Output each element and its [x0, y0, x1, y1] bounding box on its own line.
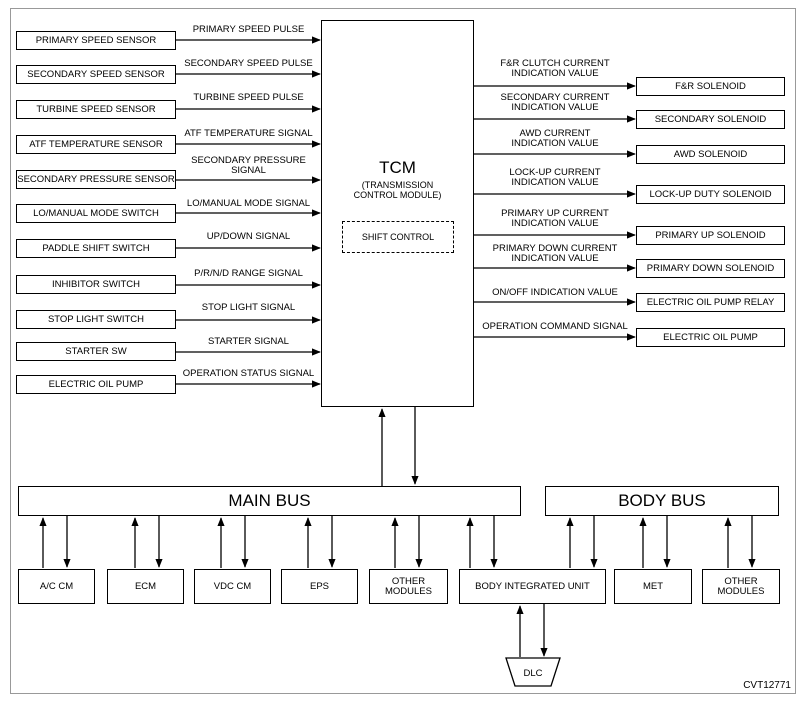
output-box-fr-solenoid: F&R SOLENOID [636, 77, 785, 96]
input-signal-label: PRIMARY SPEED PULSE [192, 24, 305, 35]
module-ac-cm: A/C CM [18, 569, 95, 604]
input-box-atf-temperature-sensor: ATF TEMPERATURE SENSOR [16, 135, 176, 154]
input-signal-label: STARTER SIGNAL [208, 336, 289, 347]
module-body-integrated-unit: BODY INTEGRATED UNIT [459, 569, 606, 604]
output-box-primary-up-solenoid: PRIMARY UP SOLENOID [636, 226, 785, 245]
dlc-label: DLC [523, 668, 542, 679]
module-vdc-cm: VDC CM [194, 569, 271, 604]
diagram-frame [10, 8, 796, 694]
figure-code: CVT12771 [743, 680, 791, 691]
input-box-inhibitor-switch: INHIBITOR SWITCH [16, 275, 176, 294]
output-box-lock-up-duty-solenoid: LOCK-UP DUTY SOLENOID [636, 185, 785, 204]
output-box-awd-solenoid: AWD SOLENOID [636, 145, 785, 164]
output-signal-label: OPERATION COMMAND SIGNAL [482, 321, 628, 332]
input-box-paddle-shift-switch: PADDLE SHIFT SWITCH [16, 239, 176, 258]
input-box-stop-light-switch: STOP LIGHT SWITCH [16, 310, 176, 329]
output-box-secondary-solenoid: SECONDARY SOLENOID [636, 110, 785, 129]
input-signal-label: TURBINE SPEED PULSE [193, 92, 304, 103]
output-signal-label: F&R CLUTCH CURRENT INDICATION VALUE [500, 58, 610, 79]
shift-control-block: SHIFT CONTROL [342, 221, 454, 253]
input-signal-label: SECONDARY SPEED PULSE [184, 58, 313, 69]
main-bus: MAIN BUS [18, 486, 521, 516]
output-signal-label: PRIMARY UP CURRENT INDICATION VALUE [501, 208, 609, 229]
input-box-primary-speed-sensor: PRIMARY SPEED SENSOR [16, 31, 176, 50]
input-signal-label: OPERATION STATUS SIGNAL [182, 368, 315, 379]
module-other-modules-main: OTHER MODULES [369, 569, 448, 604]
input-signal-label: SECONDARY PRESSURE SIGNAL [191, 155, 306, 176]
body-bus: BODY BUS [545, 486, 779, 516]
output-box-electric-oil-pump: ELECTRIC OIL PUMP [636, 328, 785, 347]
input-signal-label: ATF TEMPERATURE SIGNAL [184, 128, 313, 139]
input-signal-label: STOP LIGHT SIGNAL [201, 302, 296, 313]
module-ecm: ECM [107, 569, 184, 604]
tcm-block: TCM (TRANSMISSION CONTROL MODULE) SHIFT … [321, 20, 474, 407]
module-eps: EPS [281, 569, 358, 604]
output-box-primary-down-solenoid: PRIMARY DOWN SOLENOID [636, 259, 785, 278]
input-box-lo-manual-mode-switch: LO/MANUAL MODE SWITCH [16, 204, 176, 223]
output-signal-label: AWD CURRENT INDICATION VALUE [511, 128, 599, 149]
input-signal-label: UP/DOWN SIGNAL [206, 231, 291, 242]
dlc-connector-shape [505, 657, 561, 687]
input-box-secondary-pressure-sensor: SECONDARY PRESSURE SENSOR [16, 170, 176, 189]
input-box-turbine-speed-sensor: TURBINE SPEED SENSOR [16, 100, 176, 119]
tcm-title: TCM [379, 158, 416, 177]
output-signal-label: SECONDARY CURRENT INDICATION VALUE [500, 92, 610, 113]
input-box-electric-oil-pump: ELECTRIC OIL PUMP [16, 375, 176, 394]
output-signal-label: LOCK-UP CURRENT INDICATION VALUE [509, 167, 601, 188]
tcm-subtitle: (TRANSMISSION CONTROL MODULE) [353, 180, 442, 200]
module-other-modules-body: OTHER MODULES [702, 569, 780, 604]
output-signal-label: ON/OFF INDICATION VALUE [492, 287, 618, 298]
input-box-secondary-speed-sensor: SECONDARY SPEED SENSOR [16, 65, 176, 84]
module-met: MET [614, 569, 692, 604]
output-signal-label: PRIMARY DOWN CURRENT INDICATION VALUE [492, 243, 618, 264]
input-box-starter-sw: STARTER SW [16, 342, 176, 361]
input-signal-label: LO/MANUAL MODE SIGNAL [186, 198, 311, 209]
input-signal-label: P/R/N/D RANGE SIGNAL [194, 268, 303, 279]
output-box-electric-oil-pump-relay: ELECTRIC OIL PUMP RELAY [636, 293, 785, 312]
